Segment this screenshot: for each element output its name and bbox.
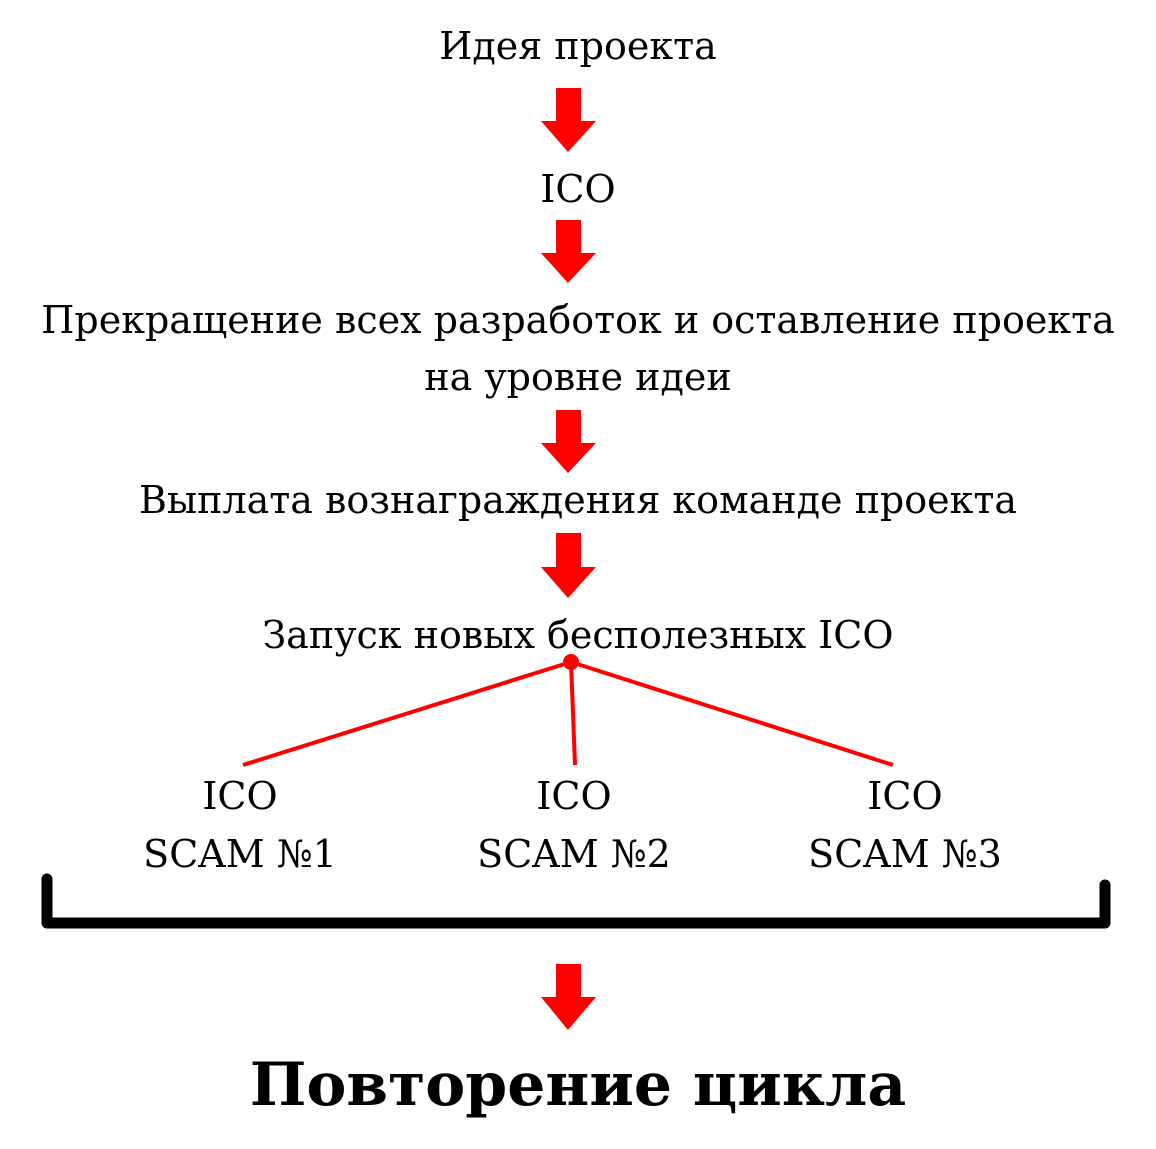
step-project-idea: Идея проекта (439, 24, 717, 68)
branch-scam-3: ICO SCAM №3 (755, 767, 1055, 883)
branch-scam-2: ICO SCAM №2 (424, 767, 724, 883)
cycle-repeat-title: Повторение цикла (249, 1050, 907, 1120)
down-arrow-4 (541, 533, 596, 598)
down-arrow-3 (541, 410, 596, 473)
step-stop-development: Прекращение всех разработок и оставление… (41, 298, 1115, 342)
step-ico: ICO (540, 167, 616, 211)
step-stop-development-continued: на уровне идеи (424, 355, 732, 399)
branch-line-3 (570, 660, 894, 767)
branch-scam-3-line2: SCAM №3 (808, 832, 1002, 876)
grouping-bracket (41, 873, 1111, 929)
step-launch-new-ico: Запуск новых бесполезных ICO (262, 613, 894, 657)
branch-scam-3-line1: ICO (867, 774, 943, 818)
down-arrow-2 (541, 220, 596, 283)
down-arrow-1 (541, 88, 596, 152)
branch-node (563, 654, 579, 670)
branch-scam-2-line1: ICO (536, 774, 612, 818)
down-arrow-5 (541, 964, 596, 1030)
branch-line-2 (569, 661, 577, 766)
branch-scam-1: ICO SCAM №1 (90, 767, 390, 883)
branch-scam-2-line2: SCAM №2 (477, 832, 671, 876)
branch-scam-1-line1: ICO (202, 774, 278, 818)
branch-line-1 (242, 660, 572, 767)
step-team-payout: Выплата вознаграждения команде проекта (138, 478, 1018, 522)
branch-scam-1-line2: SCAM №1 (143, 832, 337, 876)
